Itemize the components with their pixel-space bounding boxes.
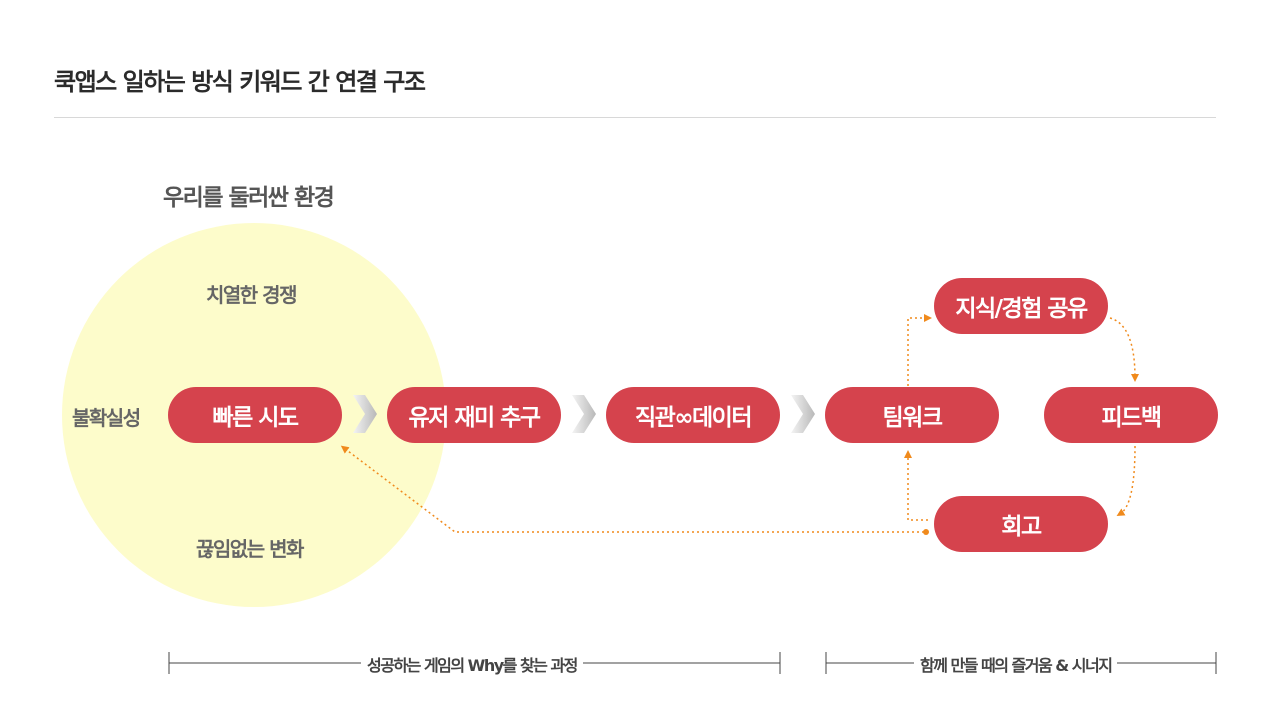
environment-title: 우리를 둘러싼 환경 [163,185,335,211]
environment-label-change: 끊임없는 변화 [196,537,304,561]
page-title: 쿡앱스 일하는 방식 키워드 간 연결 구조 [54,68,426,96]
node-fast-try: 빠른 시도 [168,387,342,443]
node-retro: 회고 [934,496,1108,552]
environment-label-uncertainty: 불확실성 [72,406,141,430]
bracket-label-why: 성공하는 게임의 Why를 찾는 과정 [361,652,583,676]
dotted-arrow-feedback-to-retro [1116,445,1136,517]
dotted-arrow-retro-to-teamwork [904,450,928,521]
dotted-arrow-retro-to-fast-try [340,445,924,533]
node-knowledge-share: 지식/경험 공유 [934,278,1108,334]
node-user-fun: 유저 재미 추구 [387,387,561,443]
chevron-arrow-icon [791,395,815,433]
bracket-label-synergy: 함께 만들 때의 즐거움 & 시너지 [914,652,1118,676]
chevron-arrow-icon [353,395,377,433]
dotted-arrow-teamwork-to-share [907,314,932,386]
dotted-arrow-share-to-feedback [1109,317,1139,382]
arrow-origin-dot [923,529,929,535]
title-divider [54,117,1216,118]
chevron-arrow-icon [572,395,596,433]
node-feedback: 피드백 [1044,387,1218,443]
node-teamwork: 팀워크 [825,387,999,443]
node-intuition-data: 직관∞데이터 [606,387,780,443]
environment-label-competition: 치열한 경쟁 [206,283,297,307]
